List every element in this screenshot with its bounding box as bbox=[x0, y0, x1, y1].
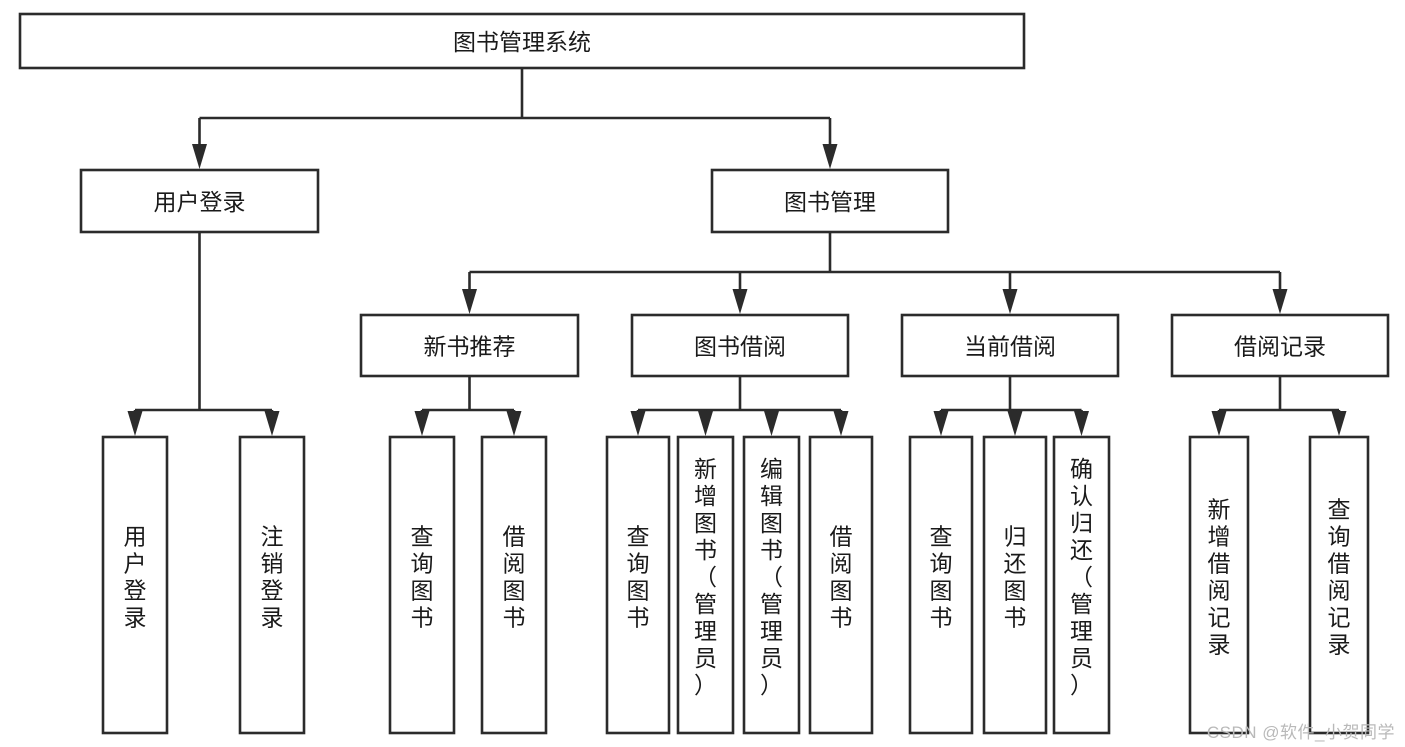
edge-group-l3_2 bbox=[933, 376, 1089, 436]
edge-group-root bbox=[192, 68, 838, 169]
node-label: 用户登录 bbox=[154, 189, 246, 215]
node-label-vertical: 注销登录 bbox=[261, 524, 284, 631]
edge-group-l3_1 bbox=[630, 376, 849, 436]
node-l2_1[interactable]: 图书管理 bbox=[710, 168, 950, 234]
node-label-vertical: 借阅图书 bbox=[503, 524, 526, 631]
node-label-vertical: 查询借阅记录 bbox=[1328, 497, 1351, 658]
node-leaf_3[interactable]: 借阅图书 bbox=[480, 435, 548, 735]
node-leaf_4[interactable]: 查询图书 bbox=[605, 435, 671, 735]
edge-group-l2_1 bbox=[462, 232, 1288, 314]
csdn-watermark: CSDN @软件_小贺同学 bbox=[1206, 723, 1395, 742]
node-l3_2[interactable]: 当前借阅 bbox=[900, 313, 1120, 378]
node-label-vertical: 编辑图书（管理员） bbox=[760, 456, 783, 698]
node-leaf_2[interactable]: 查询图书 bbox=[388, 435, 456, 735]
node-label: 借阅记录 bbox=[1234, 334, 1326, 360]
node-label-vertical: 确认归还（管理员） bbox=[1070, 456, 1093, 698]
node-label-vertical: 用户登录 bbox=[124, 524, 147, 631]
node-label: 当前借阅 bbox=[964, 334, 1056, 360]
node-leaf_6[interactable]: 编辑图书（管理员） bbox=[742, 435, 801, 735]
node-label-vertical: 新增图书（管理员） bbox=[694, 456, 717, 698]
node-label: 图书管理系统 bbox=[453, 29, 591, 55]
node-leaf_10[interactable]: 确认归还（管理员） bbox=[1052, 435, 1111, 735]
node-label: 图书管理 bbox=[784, 189, 876, 215]
node-leaf_5[interactable]: 新增图书（管理员） bbox=[676, 435, 735, 735]
edge-group-l3_3 bbox=[1211, 376, 1347, 436]
node-leaf_7[interactable]: 借阅图书 bbox=[808, 435, 874, 735]
node-leaf_8[interactable]: 查询图书 bbox=[908, 435, 974, 735]
edge-group-l3_0 bbox=[414, 376, 522, 436]
edge-group-l2_0 bbox=[127, 232, 280, 436]
node-label-vertical: 查询图书 bbox=[627, 524, 650, 631]
node-leaf_0[interactable]: 用户登录 bbox=[101, 435, 169, 735]
node-l3_0[interactable]: 新书推荐 bbox=[359, 313, 580, 378]
node-leaf_11[interactable]: 新增借阅记录 bbox=[1188, 435, 1250, 735]
node-l2_0[interactable]: 用户登录 bbox=[79, 168, 320, 234]
connector-edges bbox=[127, 68, 1347, 436]
node-label-vertical: 归还图书 bbox=[1004, 524, 1027, 631]
node-label: 图书借阅 bbox=[694, 334, 786, 360]
node-leaf_1[interactable]: 注销登录 bbox=[238, 435, 306, 735]
node-label-vertical: 查询图书 bbox=[411, 524, 434, 631]
node-l3_3[interactable]: 借阅记录 bbox=[1170, 313, 1390, 378]
node-leaf_12[interactable]: 查询借阅记录 bbox=[1308, 435, 1370, 735]
node-boxes: 图书管理系统用户登录图书管理新书推荐图书借阅当前借阅借阅记录用户登录注销登录查询… bbox=[18, 12, 1390, 735]
node-l3_1[interactable]: 图书借阅 bbox=[630, 313, 850, 378]
node-label: 新书推荐 bbox=[424, 334, 516, 360]
node-label-vertical: 借阅图书 bbox=[830, 524, 853, 631]
node-leaf_9[interactable]: 归还图书 bbox=[982, 435, 1048, 735]
node-label-vertical: 查询图书 bbox=[930, 524, 953, 631]
node-root[interactable]: 图书管理系统 bbox=[18, 12, 1026, 70]
node-label-vertical: 新增借阅记录 bbox=[1208, 497, 1231, 658]
